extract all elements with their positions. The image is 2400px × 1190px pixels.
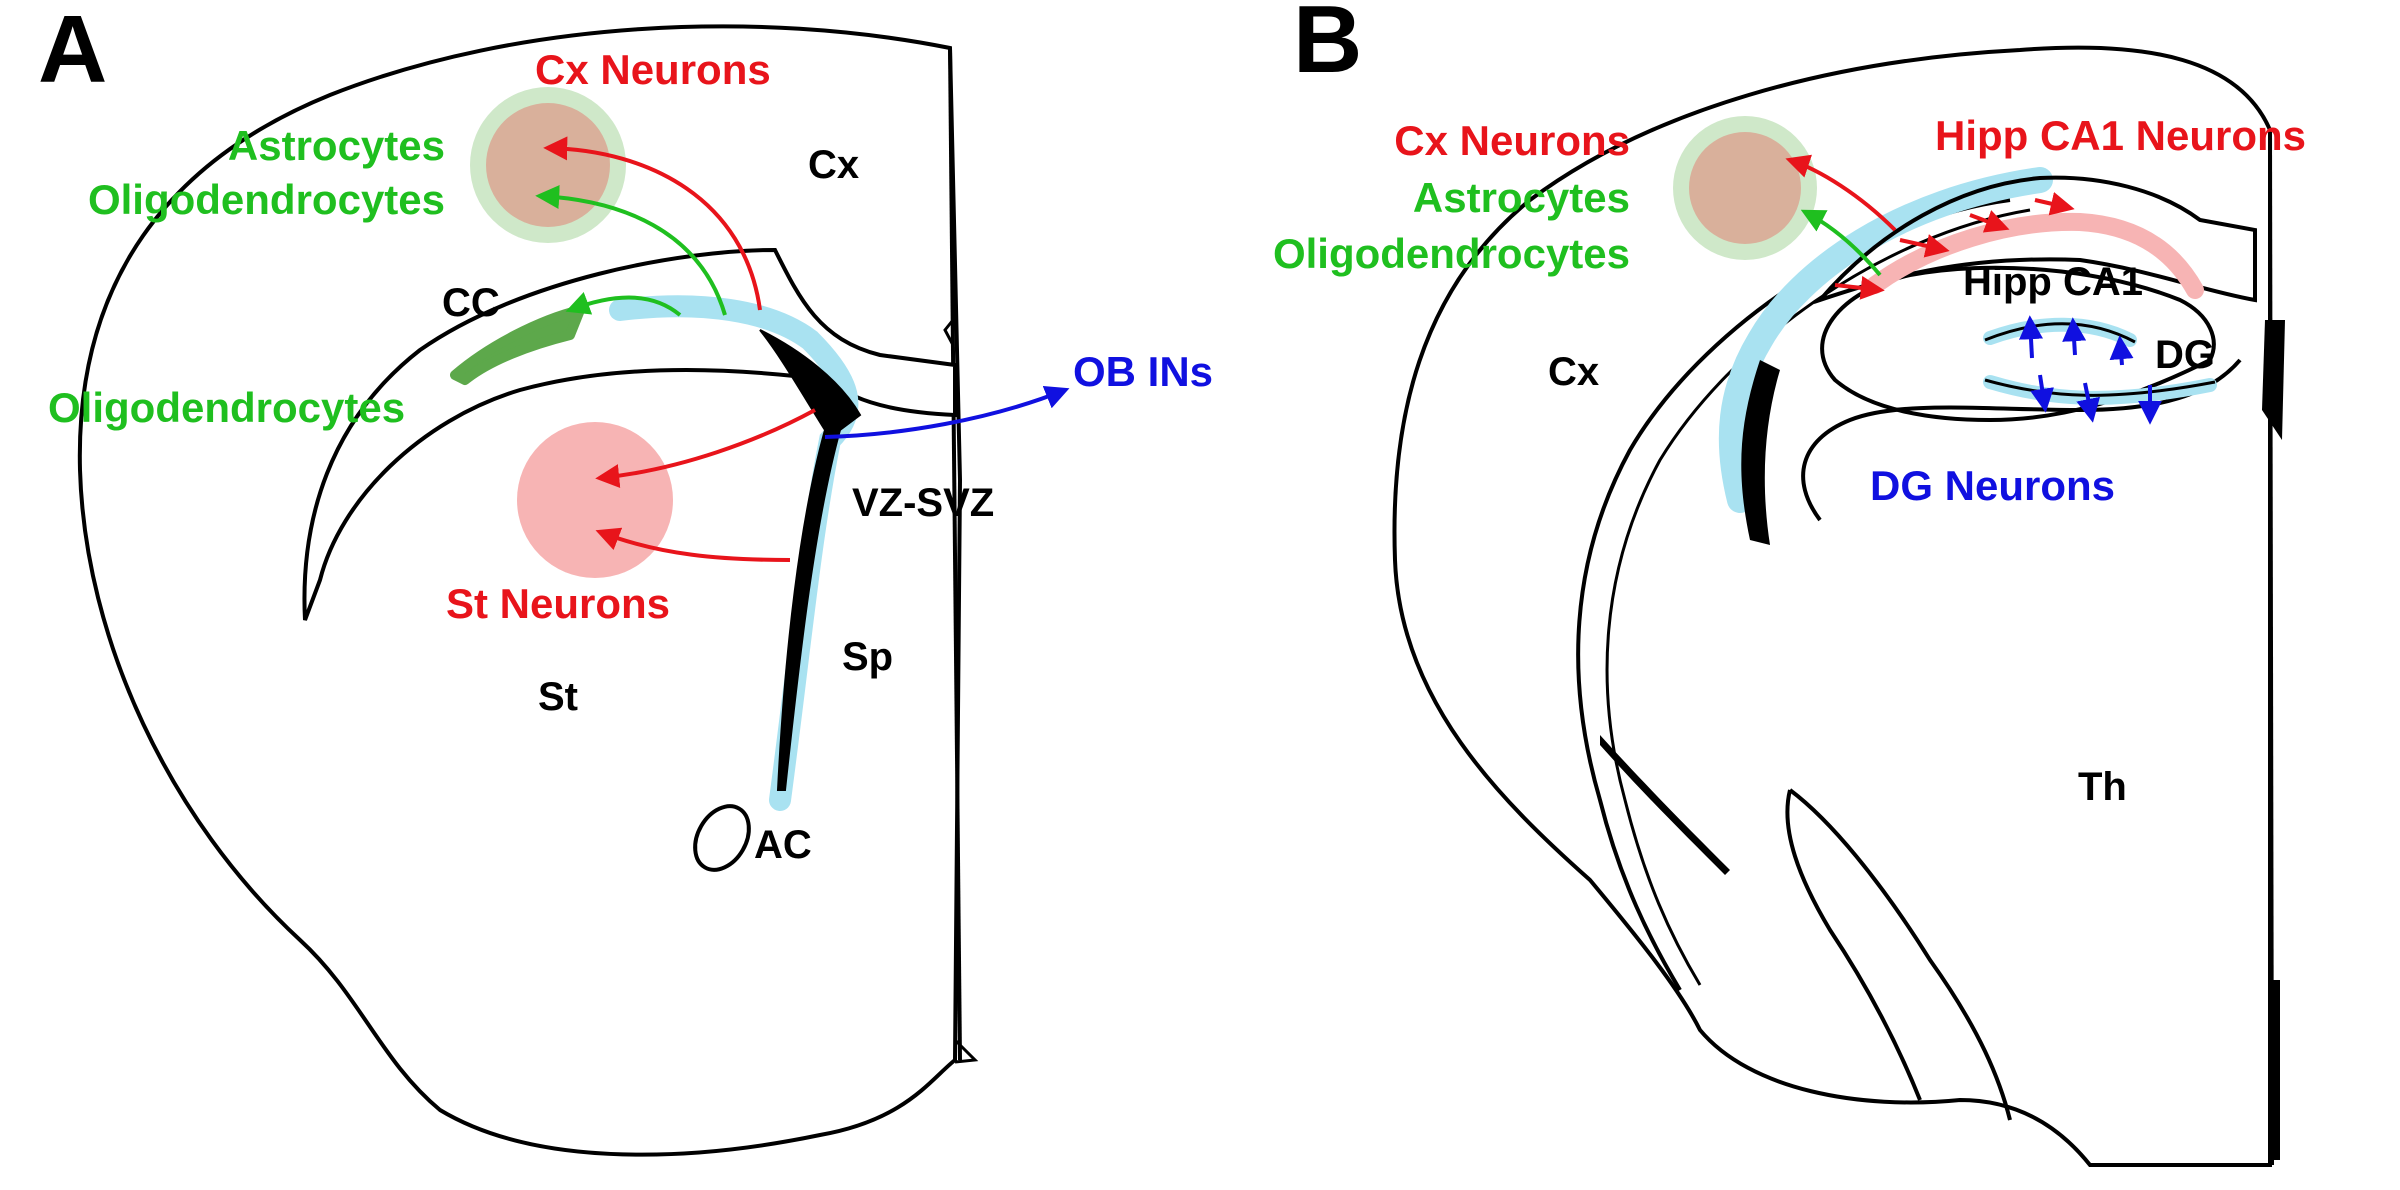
hippocampus-outline-b: [1813, 175, 2257, 305]
arrow-cx-neurons-b: [1785, 154, 1897, 232]
cx-target-core-b: [1689, 132, 1801, 244]
label-cx-neurons-a: Cx Neurons: [535, 46, 771, 93]
thalamus-wedge-b: [1788, 788, 2012, 1121]
cortex-inner-contour-b: [1576, 198, 2011, 992]
midline-a: [948, 47, 962, 1061]
cx-target-core-a: [486, 103, 610, 227]
label-vz-svz-a: VZ-SVZ: [852, 481, 994, 525]
dg-lower-line-b: [1984, 378, 2216, 397]
label-dg-b: DG: [2155, 333, 2215, 377]
arrow-ca1-2-b: [1899, 234, 1950, 258]
hemisphere-outline-b: [1392, 45, 2272, 1167]
panel-a: A Cx Neurons Astrocytes Oligodendrocytes…: [38, 0, 1213, 1157]
midline-black-lower-b: [2268, 980, 2280, 1160]
arrow-ca1-3-b: [1969, 210, 2010, 233]
lateral-ventricle-b: [1741, 360, 1780, 545]
label-cx-b: Cx: [1548, 350, 1599, 394]
panel-a-letter: A: [38, 0, 107, 103]
arrow-dg-up-1-b: [2019, 315, 2043, 359]
thalamus-left-contour-b: [1600, 735, 1730, 875]
vz-band-b: [1718, 167, 2053, 513]
label-ob-ins-a: OB INs: [1073, 348, 1213, 395]
label-cx-neurons-b: Cx Neurons: [1394, 117, 1630, 164]
label-astrocytes-b: Astrocytes: [1413, 174, 1630, 221]
cortex-inner-contour2-b: [1605, 208, 2031, 986]
label-cc-a: CC: [442, 281, 500, 325]
corpus-callosum-a: [302, 247, 957, 621]
label-st-a: St: [538, 675, 578, 719]
arrow-astro-oligo-a: [535, 184, 727, 316]
midline-notch-top-a: [943, 319, 955, 346]
cc-green-band: [450, 305, 585, 385]
lateral-ventricle-a: [759, 329, 862, 791]
arrow-dg-up-3-b: [2109, 335, 2134, 366]
label-hipp-ca1-neurons-b: Hipp CA1 Neurons: [1935, 112, 2306, 159]
label-oligodendrocytes-b: Oligodendrocytes: [1273, 230, 1630, 277]
arrow-ca1-4-b: [2034, 192, 2075, 216]
st-target-a: [517, 422, 673, 578]
label-oligodendrocytes-cc-a: Oligodendrocytes: [48, 384, 405, 431]
midline-black-b: [2262, 320, 2285, 440]
arrow-st-neurons-lower-a: [595, 527, 791, 562]
midline-notch-a: [953, 1038, 979, 1064]
hemisphere-outline-a: [77, 24, 963, 1157]
label-st-neurons-a: St Neurons: [446, 580, 670, 627]
label-astrocytes-a: Astrocytes: [228, 122, 445, 169]
arrow-dg-up-2-b: [2062, 317, 2087, 356]
panel-b: B Cx Neurons Hipp CA1 Neurons Astrocytes…: [1273, 0, 2306, 1167]
panel-b-letter: B: [1293, 0, 1362, 93]
arrow-cc-oligo-a: [565, 292, 682, 317]
arrow-st-neurons-upper-a: [595, 408, 816, 489]
arrow-cx-neurons-a: [543, 136, 762, 311]
arrow-ca1-1-b: [1834, 275, 1885, 300]
thalamus-wedge2-b: [1785, 789, 1922, 1101]
arrow-dg-down-2-b: [2076, 382, 2101, 423]
label-th-b: Th: [2078, 765, 2127, 809]
arrow-ob-ins-a: [824, 385, 1070, 439]
label-ac-a: AC: [754, 823, 812, 867]
anterior-commissure-a: [693, 804, 751, 872]
label-sp-a: Sp: [842, 635, 893, 679]
arrow-astro-oligo-b: [1800, 209, 1882, 277]
label-hipp-ca1-b: Hipp CA1: [1963, 260, 2143, 304]
label-cx-a: Cx: [808, 143, 859, 187]
hippocampus-lower-contour-b: [1801, 358, 2242, 522]
label-dg-neurons-b: DG Neurons: [1870, 462, 2115, 509]
label-oligodendrocytes-top-a: Oligodendrocytes: [88, 176, 445, 223]
arrow-dg-down-1-b: [2030, 374, 2054, 413]
